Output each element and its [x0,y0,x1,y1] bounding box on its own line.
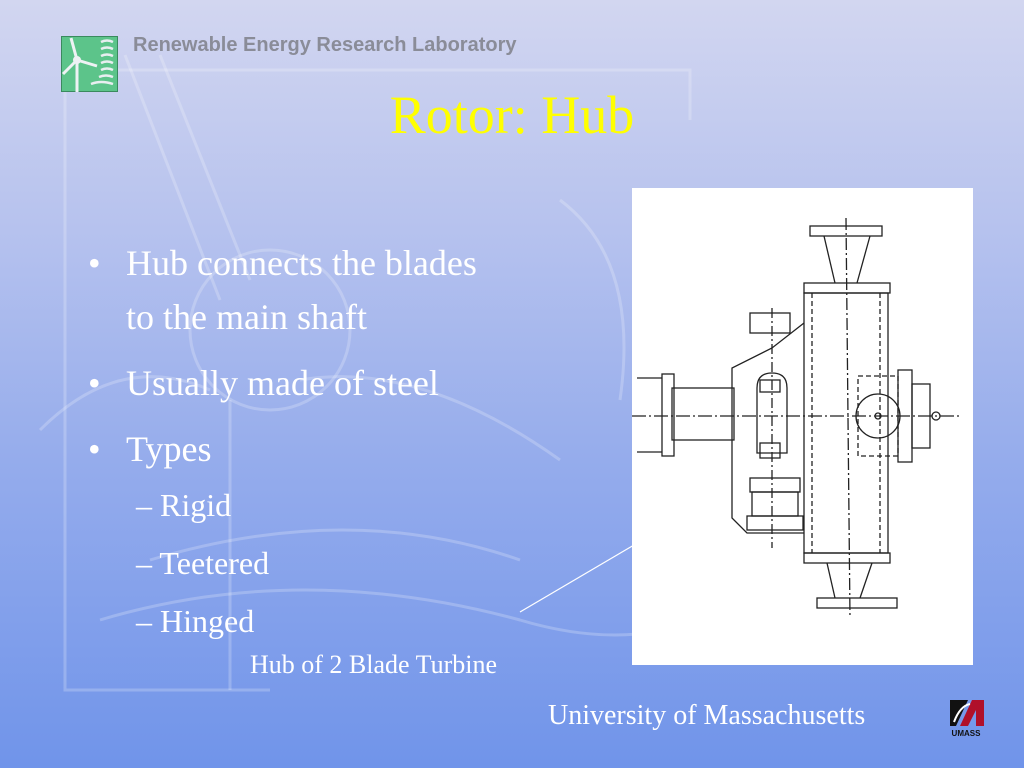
bullet-text: Usually made of steel [126,363,439,403]
umass-logo-text: UMASS [952,729,982,738]
dash-icon: – [136,487,152,523]
sub-bullet-text: Teetered [159,545,270,581]
slide-title: Rotor: Hub [389,85,635,145]
bullet-dot-icon: • [88,363,101,403]
bullet-dot-icon: • [88,429,101,469]
bullet-text-line: to the main shaft [126,297,367,337]
lab-name: Renewable Energy Research Laboratory [133,34,517,56]
sub-bullet-item: – Rigid [88,476,608,534]
bullet-item: • Hub connects the blades to the main sh… [88,236,608,344]
hub-drawing-figure [632,188,973,665]
sub-bullet-item: – Hinged [88,592,608,650]
bullet-text-line: Hub connects the blades [126,243,477,283]
sub-bullet-text: Rigid [160,487,232,523]
institution-name: University of Massachusetts [548,700,866,731]
bullet-item: • Usually made of steel [88,356,608,410]
figure-caption: Hub of 2 Blade Turbine [250,650,497,679]
bullet-dot-icon: • [88,243,101,283]
bullet-list: • Hub connects the blades to the main sh… [88,236,608,650]
wind-turbine-logo-icon [61,36,118,92]
sub-bullet-item: – Teetered [88,534,608,592]
dash-icon: – [136,545,152,581]
umass-logo-icon: UMASS [950,700,984,738]
dash-icon: – [136,603,152,639]
bullet-text: Types [126,429,212,469]
sub-bullet-text: Hinged [160,603,255,639]
bullet-item: • Types [88,422,608,476]
